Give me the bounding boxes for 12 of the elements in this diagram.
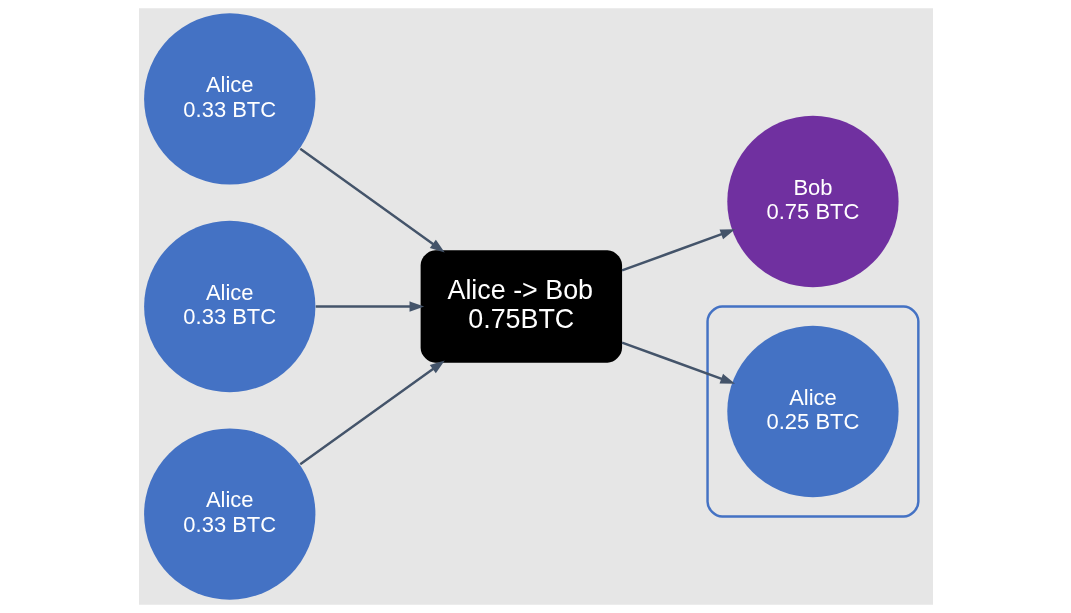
node-box: Alice -> Bob 0.75BTC (420, 250, 622, 363)
node-circle: Alice 0.33 BTC (143, 13, 315, 185)
node-circle: Alice 0.25 BTC (726, 325, 899, 498)
node-circle: Alice 0.33 BTC (143, 428, 315, 600)
node-circle: Bob 0.75 BTC (726, 115, 899, 288)
cluster (705, 305, 920, 518)
arrow (621, 341, 735, 384)
arrow (621, 229, 735, 272)
arrow (315, 301, 424, 312)
arrow (299, 147, 445, 253)
arrow (299, 360, 445, 466)
node-circle: Alice 0.33 BTC (143, 220, 315, 393)
